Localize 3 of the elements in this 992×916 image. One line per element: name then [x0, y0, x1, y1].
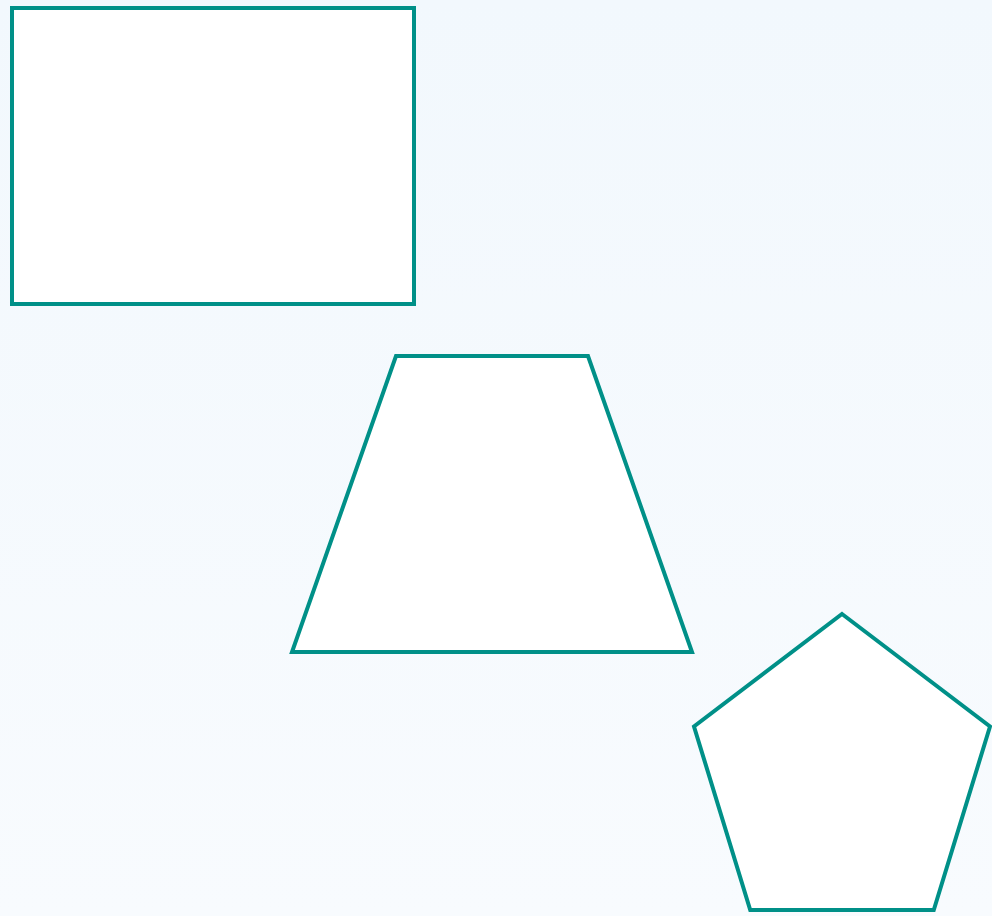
- pentagon-shape: [694, 614, 990, 910]
- trapezoid-shape: [292, 356, 692, 652]
- rectangle-shape: [12, 8, 414, 304]
